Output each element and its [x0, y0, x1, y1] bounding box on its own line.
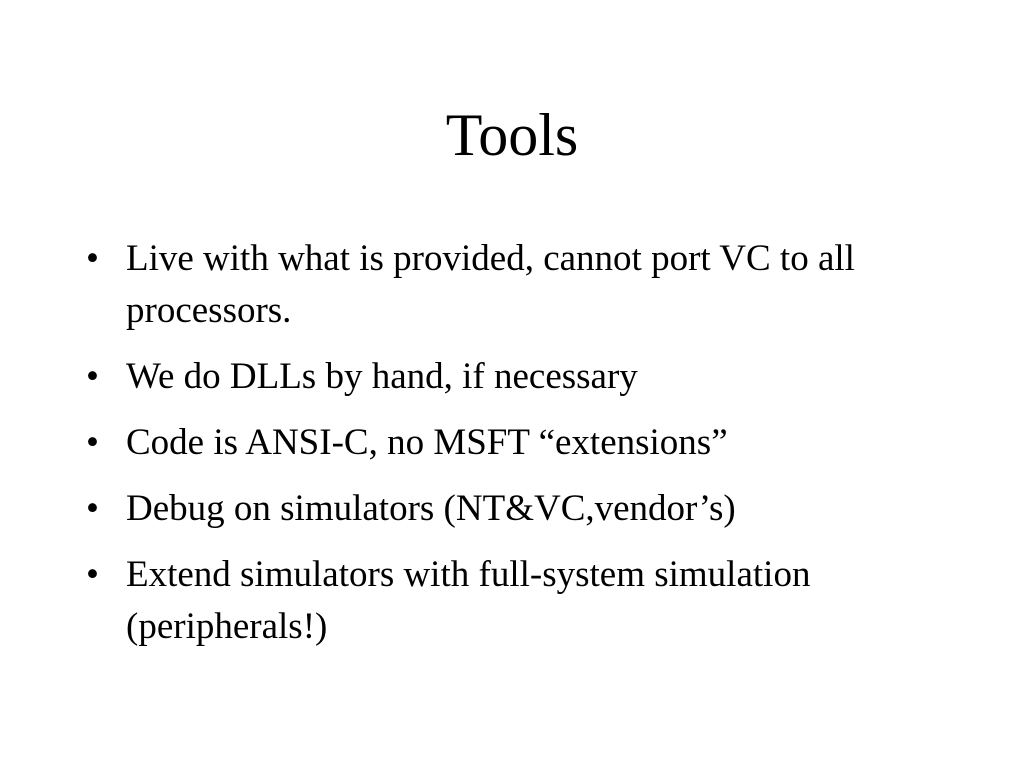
bullet-list: • Live with what is provided, cannot por… — [82, 233, 962, 667]
bullet-item: • Live with what is provided, cannot por… — [82, 233, 962, 337]
bullet-item: • Code is ANSI-C, no MSFT “extensions” — [82, 417, 962, 469]
bullet-text: Code is ANSI-C, no MSFT “extensions” — [126, 422, 728, 463]
bullet-item: • Debug on simulators (NT&VC,vendor’s) — [82, 483, 962, 535]
bullet-text: Live with what is provided, cannot port … — [126, 238, 855, 331]
bullet-icon: • — [86, 488, 99, 529]
bullet-item: • We do DLLs by hand, if necessary — [82, 351, 962, 403]
bullet-icon: • — [86, 238, 99, 279]
bullet-icon: • — [86, 554, 99, 595]
bullet-icon: • — [86, 422, 99, 463]
bullet-text: We do DLLs by hand, if necessary — [126, 356, 638, 397]
bullet-text: Extend simulators with full-system simul… — [126, 554, 811, 647]
bullet-icon: • — [86, 356, 99, 397]
slide-title: Tools — [445, 102, 579, 168]
bullet-text: Debug on simulators (NT&VC,vendor’s) — [126, 488, 736, 529]
bullet-item: • Extend simulators with full-system sim… — [82, 549, 962, 653]
